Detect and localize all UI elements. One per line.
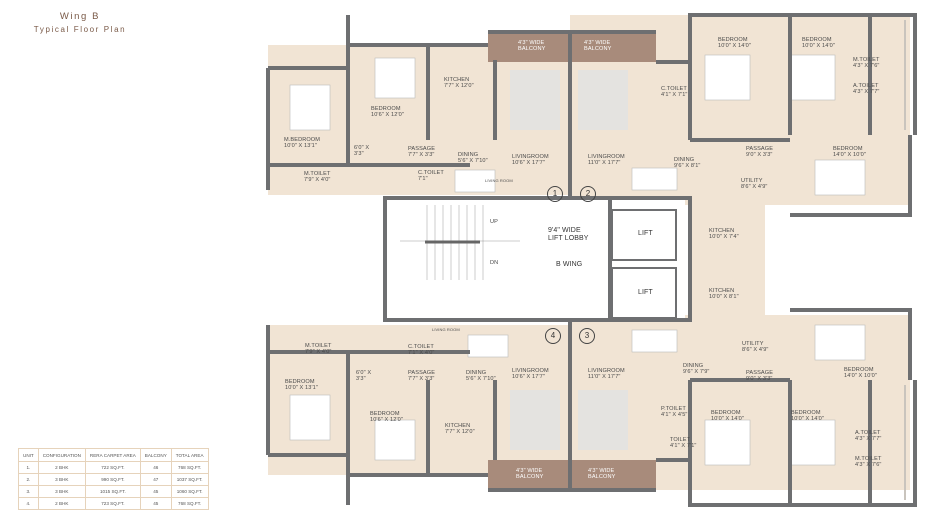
- core: [385, 198, 685, 320]
- walls: [266, 13, 917, 507]
- unit-number-4: 4: [545, 328, 561, 344]
- unit-area-table: UNIT CONFIGURATION RERA CARPET AREA BALC…: [18, 448, 209, 510]
- lift-1[interactable]: LIFT: [638, 230, 653, 237]
- unit-number-3: 3: [579, 328, 595, 344]
- wing-label: B WING: [556, 261, 583, 268]
- cell: 723 SQ.FT.: [84, 497, 141, 510]
- cell: 1037 SQ.FT.: [170, 473, 209, 486]
- lift-2[interactable]: LIFT: [638, 289, 653, 296]
- table-header-row: UNIT CONFIGURATION RERA CARPET AREA BALC…: [18, 448, 209, 462]
- living-room-tag: LIVING ROOM: [432, 327, 460, 332]
- cell: 2 BHK: [37, 497, 86, 510]
- stair-up-label: UP: [490, 219, 498, 225]
- col-balcony: BALCONY: [139, 448, 172, 462]
- unit-number-2: 2: [580, 186, 596, 202]
- cell: 46: [139, 461, 172, 474]
- cell: 3 BHK: [37, 473, 86, 486]
- cell: 45: [139, 497, 172, 510]
- cell: 1060 SQ.FT.: [170, 485, 209, 498]
- cell: 3 BHK: [37, 485, 86, 498]
- plan-subtitle: Typical Floor Plan: [33, 25, 127, 34]
- balconies: [488, 32, 656, 490]
- living-rugs: [510, 70, 628, 450]
- cell: 3.: [18, 485, 39, 498]
- cell: 990 SQ.FT.: [84, 473, 141, 486]
- cell: 4.: [18, 497, 39, 510]
- cell: 2 BHK: [37, 461, 86, 474]
- furniture: [289, 54, 866, 466]
- cell: 768 SQ.FT.: [170, 461, 209, 474]
- col-configuration: CONFIGURATION: [37, 448, 86, 462]
- cell: 1.: [18, 461, 39, 474]
- col-unit: UNIT: [18, 448, 39, 462]
- cell: 2.: [18, 473, 39, 486]
- stair-down-label: DN: [490, 260, 499, 266]
- cell: 1015 SQ.FT.: [84, 485, 141, 498]
- cell: 47: [139, 473, 172, 486]
- living-room-tag: LIVING ROOM: [485, 178, 513, 183]
- cell: 768 SQ.FT.: [170, 497, 209, 510]
- cell: 722 SQ.FT.: [84, 461, 141, 474]
- col-total-area: TOTAL AREA: [170, 448, 209, 462]
- col-rera-carpet-area: RERA CARPET AREA: [84, 448, 141, 462]
- plan-title: Wing B: [59, 11, 101, 22]
- unit-number-1: 1: [547, 186, 563, 202]
- cell: 45: [139, 485, 172, 498]
